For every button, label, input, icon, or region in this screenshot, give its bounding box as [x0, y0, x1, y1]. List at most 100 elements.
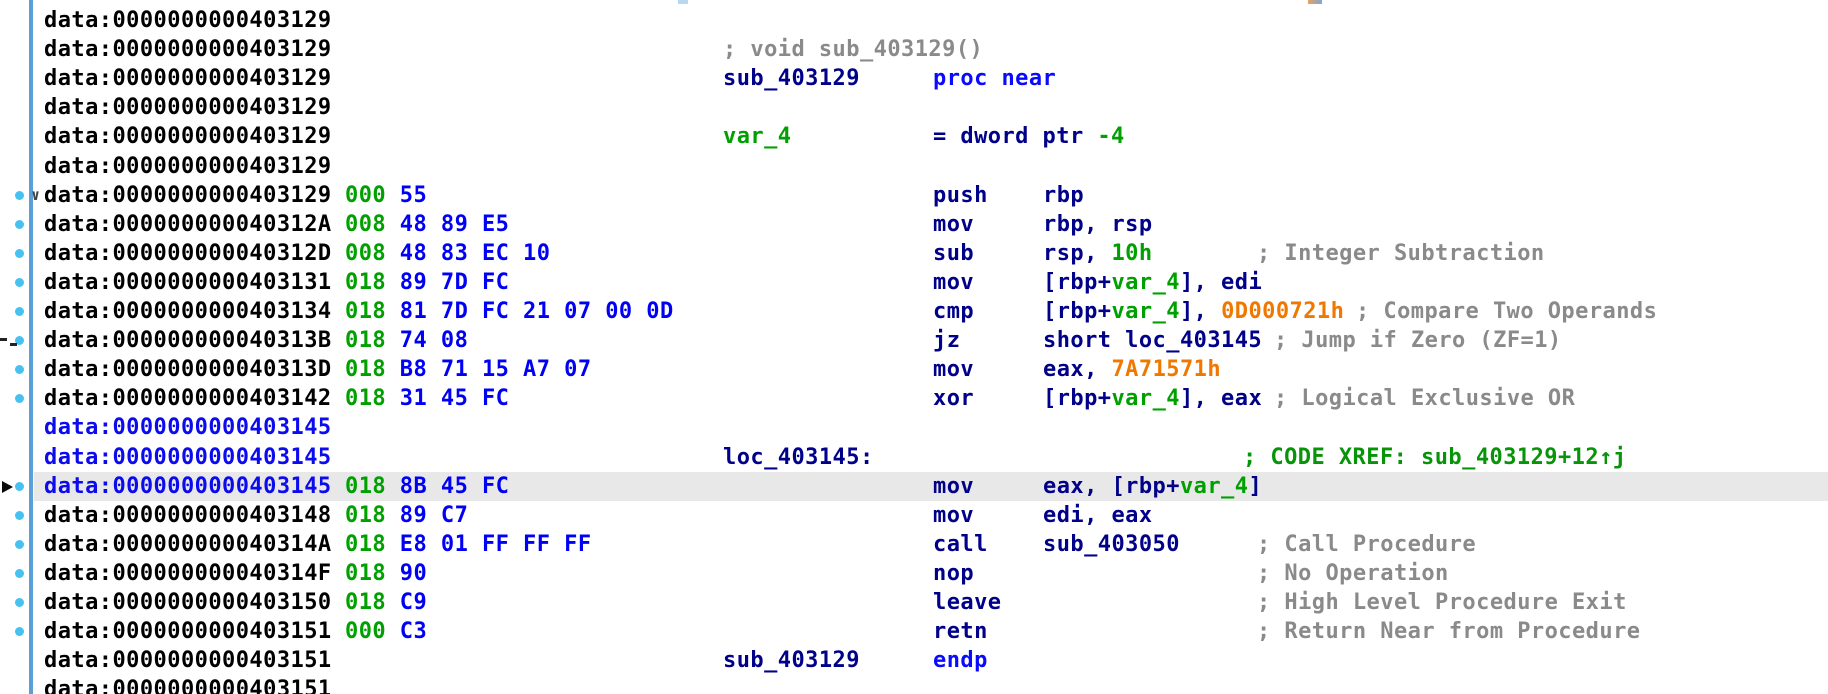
mnemonic: mov — [933, 269, 975, 295]
nav-dot-icon[interactable] — [15, 568, 24, 578]
mnemonic: cmp — [933, 299, 975, 324]
current-line-arrow-icon — [2, 480, 13, 493]
nav-dot-icon[interactable] — [15, 336, 24, 346]
address: data:0000000000403148 — [44, 502, 332, 528]
clipped-line-artifact — [1308, 0, 1322, 4]
collapse-chevron-icon[interactable]: ∨ — [31, 185, 41, 204]
nav-dot-icon[interactable] — [15, 598, 24, 607]
address: data:0000000000403129 — [44, 66, 332, 92]
stack-offset-and-bytes: 008 48 89 E5 — [345, 211, 510, 237]
comment: ; Integer Subtraction — [1257, 240, 1545, 266]
operands: rbp — [1043, 182, 1085, 208]
disasm-line[interactable]: data:0000000000403129 — [0, 6, 1828, 35]
disasm-line[interactable]: data:0000000000403131 018 89 7D FC mov [rbp… — [0, 268, 1828, 297]
nav-dot-icon[interactable] — [15, 248, 24, 258]
disasm-line[interactable]: ∨data:0000000000403129 000 55 push rbp — [0, 181, 1828, 210]
disasm-line[interactable]: data:0000000000403129 sub_403129 proc near — [0, 64, 1828, 93]
operands: sub_403050 — [1043, 531, 1180, 557]
nav-dot-icon[interactable] — [15, 277, 24, 287]
nav-dot-icon[interactable] — [15, 219, 24, 229]
address: data:0000000000403145 — [44, 473, 332, 499]
mnemonic: xor — [933, 386, 975, 412]
current-line-highlight — [34, 471, 1828, 501]
operands: [rbp+var_4], 0D000721h — [1043, 299, 1345, 324]
operands: [rbp+var_4], edi — [1043, 269, 1263, 295]
mnemonic: nop — [933, 560, 975, 586]
disasm-line[interactable]: data:0000000000403145 018 8B 45 FC mov eax,… — [0, 471, 1828, 501]
stack-offset-and-bytes: 018 74 08 — [345, 328, 469, 354]
operands: eax, 7A71571h — [1043, 357, 1222, 383]
disasm-line[interactable]: data:0000000000403129 — [0, 93, 1828, 122]
address: data:0000000000403129 — [44, 37, 332, 63]
nav-dot-icon[interactable] — [15, 307, 24, 316]
nav-dot-icon[interactable] — [15, 539, 24, 549]
comment: ; No Operation — [1257, 560, 1449, 586]
stack-offset-and-bytes: 000 C3 — [345, 619, 428, 645]
disasm-line[interactable]: data:0000000000403145 loc_403145: ; CODE X… — [0, 443, 1828, 472]
mnemonic: sub — [933, 240, 975, 266]
label: sub_403129 — [723, 66, 860, 92]
address: data:0000000000403145 — [44, 444, 332, 470]
stack-offset-and-bytes: 000 55 — [345, 182, 428, 208]
operands: short loc_403145 — [1043, 328, 1263, 354]
nav-dot-icon[interactable] — [15, 510, 24, 520]
disasm-line[interactable]: data:0000000000403151 000 C3 retn ; Return … — [0, 617, 1828, 646]
operands: rbp, rsp — [1043, 211, 1153, 237]
mnemonic: push — [933, 182, 988, 208]
clipped-line-artifact — [678, 0, 688, 4]
mnemonic: mov — [933, 502, 975, 528]
disasm-line[interactable]: data:0000000000403129 — [0, 152, 1828, 181]
address: data:0000000000403129 — [44, 153, 332, 179]
stack-offset-and-bytes: 018 31 45 FC — [345, 386, 510, 412]
operands: [rbp+var_4], eax — [1043, 386, 1263, 412]
label: loc_403145: — [723, 444, 874, 470]
mnemonic: proc near — [933, 66, 1057, 92]
disasm-line[interactable]: data:0000000000403129 ; void sub_403129() — [0, 35, 1828, 64]
operands: eax, [rbp+var_4] — [1043, 473, 1263, 499]
nav-dot-icon[interactable] — [15, 481, 24, 491]
nav-dot-icon[interactable] — [15, 365, 24, 375]
operands: edi, eax — [1043, 502, 1153, 528]
comment: ; CODE XREF: sub_403129+12↑j — [1243, 444, 1627, 470]
address: data:0000000000403129 — [44, 8, 332, 33]
label: ; void sub_403129() — [723, 37, 984, 63]
nav-dot-icon[interactable] — [15, 627, 24, 637]
stack-offset-and-bytes: 018 E8 01 FF FF FF — [345, 531, 592, 557]
mnemonic: endp — [933, 648, 988, 674]
nav-dot-icon[interactable] — [15, 394, 24, 404]
mnemonic: retn — [933, 619, 988, 645]
mnemonic: leave — [933, 590, 1002, 615]
nav-dot-icon[interactable] — [15, 190, 24, 200]
comment: ; Jump if Zero (ZF=1) — [1274, 328, 1562, 354]
mnemonic: mov — [933, 211, 975, 237]
disasm-line[interactable]: data:0000000000403151 — [0, 675, 1828, 694]
disasm-line[interactable]: data:0000000000403145 — [0, 413, 1828, 442]
comment: ; High Level Procedure Exit — [1257, 590, 1627, 615]
stack-offset-and-bytes: 018 B8 71 15 A7 07 — [345, 357, 592, 383]
address: data:0000000000403151 — [44, 619, 332, 645]
stack-offset-and-bytes: 018 C9 — [345, 590, 428, 615]
address: data:0000000000403129 — [44, 182, 332, 208]
mnemonic: mov — [933, 357, 975, 383]
address: data:0000000000403131 — [44, 269, 332, 295]
address: data:000000000040313B — [44, 328, 332, 354]
stack-offset-and-bytes: 018 89 7D FC — [345, 269, 510, 295]
jump-flow-dash-icon — [0, 338, 7, 342]
mnemonic: mov — [933, 473, 975, 499]
mnemonic: call — [933, 531, 988, 557]
comment: ; Return Near from Procedure — [1257, 619, 1641, 645]
stack-offset-and-bytes: 018 8B 45 FC — [345, 473, 510, 499]
